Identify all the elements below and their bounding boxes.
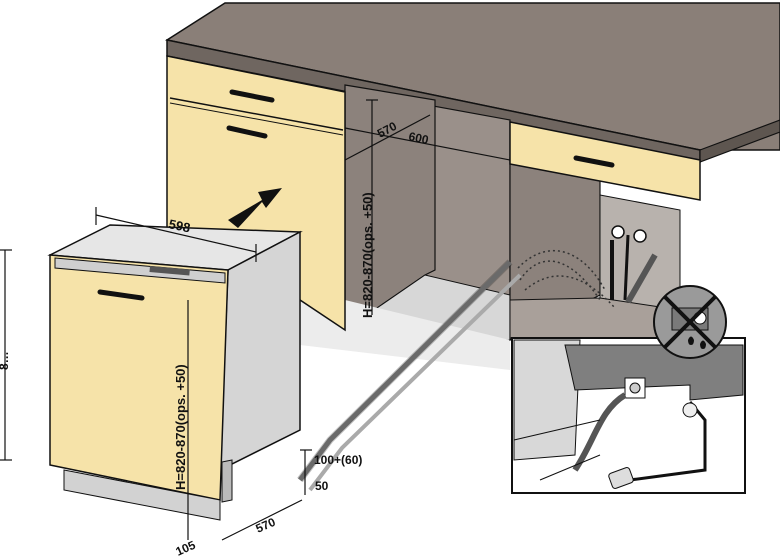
- drawer-handle-mid: [226, 125, 268, 139]
- drawer-divider-2: [169, 102, 344, 136]
- label-570-bottom: 570: [254, 515, 278, 536]
- tap-icon: [611, 225, 625, 239]
- drawer-handle-top: [229, 89, 275, 103]
- arrow-icon: [228, 188, 282, 228]
- label-niche-height: H=820-870(ops. +50): [360, 192, 375, 318]
- display-panel: [149, 266, 190, 276]
- label-plinth-gap: 50: [315, 479, 329, 493]
- label-appliance-height: H=820-870(ops. +50): [173, 364, 188, 490]
- dim-line-plinth: [300, 449, 312, 495]
- hose-pipe: [625, 253, 658, 304]
- appliance-side: [219, 230, 301, 472]
- appliance-handle: [97, 289, 145, 301]
- label-598: 598: [167, 216, 191, 235]
- label-left-height: 8…: [0, 351, 11, 370]
- countertop-side: [699, 119, 780, 163]
- dim-line-570-bottom: [221, 499, 303, 541]
- tap-valve-icon: [633, 229, 647, 243]
- dim-line-570-top: [344, 114, 431, 161]
- appliance-door: [49, 254, 229, 501]
- appliance-plinth: [63, 469, 221, 521]
- detail-inset: [511, 337, 746, 494]
- hose-drain: [308, 273, 522, 492]
- dim-line-height-niche: [366, 99, 378, 315]
- right-drawer-handle: [573, 155, 615, 168]
- floor: [300, 300, 510, 370]
- hose-dotted-path-2: [524, 275, 616, 309]
- hose-inlet-outline: [297, 259, 513, 483]
- label-plinth-height: 100+(60): [314, 453, 362, 467]
- plinth-foot: [221, 459, 233, 503]
- hose-inlet: [298, 260, 512, 482]
- dim-line-598: [95, 207, 257, 262]
- label-600: 600: [407, 129, 430, 147]
- drawer-divider: [169, 97, 344, 131]
- prohibition-icon: [653, 285, 727, 359]
- dim-line-height-left: [0, 249, 12, 461]
- water-pipe: [623, 234, 630, 301]
- right-cabinet-drawer: [509, 121, 701, 201]
- label-105: 105: [174, 538, 198, 559]
